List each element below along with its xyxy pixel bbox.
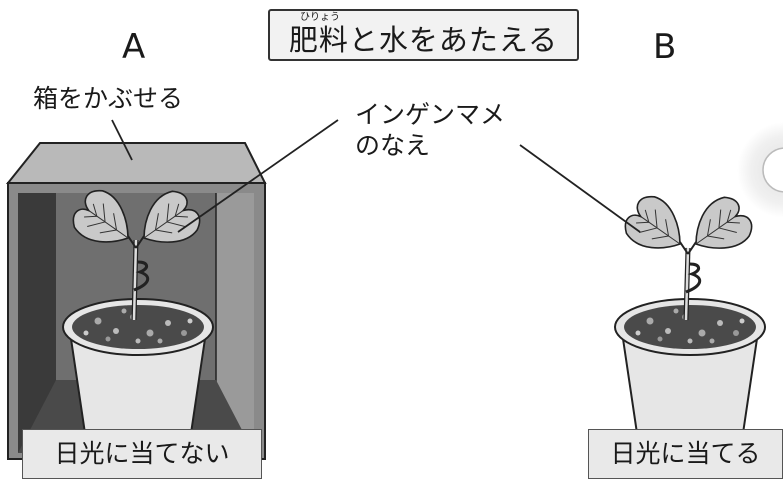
label-plant-a: A — [122, 27, 146, 67]
pot-b — [614, 298, 766, 441]
sun-icon — [737, 122, 783, 218]
condition-title-box: ひりょう 肥料と水をあたえる — [268, 9, 579, 61]
label-seedling-line2: のなえ — [355, 131, 431, 160]
leader-line-box — [111, 119, 133, 161]
label-seedling-line1: インゲンマメ — [355, 100, 506, 129]
leader-line-seedling-a — [177, 119, 339, 233]
seedling-b — [618, 189, 759, 321]
pot-a — [62, 298, 214, 441]
leader-line-seedling-b — [519, 144, 641, 233]
caption-b: 日光に当てる — [588, 429, 783, 479]
condition-title: 肥料と水をあたえる — [288, 23, 559, 57]
label-plant-b: B — [653, 27, 677, 67]
seedling-a — [66, 183, 207, 321]
title-ruby: ひりょう — [300, 12, 340, 23]
label-box-note: 箱をかぶせる — [33, 84, 184, 113]
caption-a: 日光に当てない — [22, 429, 262, 479]
